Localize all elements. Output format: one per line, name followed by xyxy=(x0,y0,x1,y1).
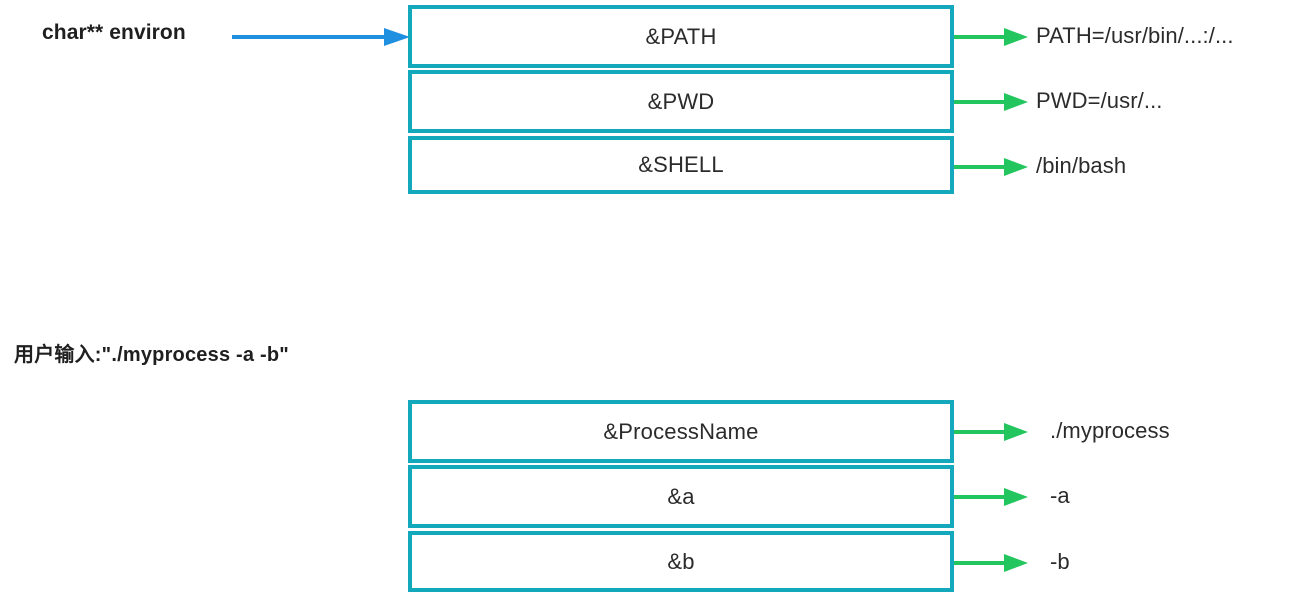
argv-cell-1-key: &a xyxy=(667,483,695,509)
argv-cell-2[interactable]: &b xyxy=(408,531,954,592)
env-value-arrow-2 xyxy=(954,158,1028,176)
argv-value-arrow-2 xyxy=(954,554,1028,572)
env-value-arrow-0 xyxy=(954,28,1028,46)
env-cell-2-key: &SHELL xyxy=(638,152,724,177)
argv-value-arrow-0 xyxy=(954,423,1028,441)
env-cell-1-key: &PWD xyxy=(647,88,715,114)
env-cell-2[interactable]: &SHELL xyxy=(408,136,954,194)
env-cell-0-key: &PATH xyxy=(645,23,717,49)
argv-value-2: -b xyxy=(1050,549,1070,574)
argv-cell-1[interactable]: &a xyxy=(408,465,954,528)
env-cell-0[interactable]: &PATH xyxy=(408,5,954,68)
argv-cell-2-key: &b xyxy=(667,548,695,574)
env-cell-1[interactable]: &PWD xyxy=(408,70,954,133)
argv-value-arrow-1 xyxy=(954,488,1028,506)
argv-value-0: ./myprocess xyxy=(1050,418,1170,443)
environ-pointer-label: char** environ xyxy=(42,21,186,44)
environ-pointer-arrow xyxy=(232,28,410,46)
argv-value-1: -a xyxy=(1050,483,1070,508)
env-value-1: PWD=/usr/... xyxy=(1036,88,1163,113)
argv-cell-0[interactable]: &ProcessName xyxy=(408,400,954,463)
user-input-label: 用户输入:"./myprocess -a -b" xyxy=(14,344,289,366)
env-value-arrow-1 xyxy=(954,93,1028,111)
env-value-2: /bin/bash xyxy=(1036,153,1127,178)
argv-cell-0-key: &ProcessName xyxy=(603,418,759,444)
env-value-0: PATH=/usr/bin/...:/... xyxy=(1036,23,1234,48)
